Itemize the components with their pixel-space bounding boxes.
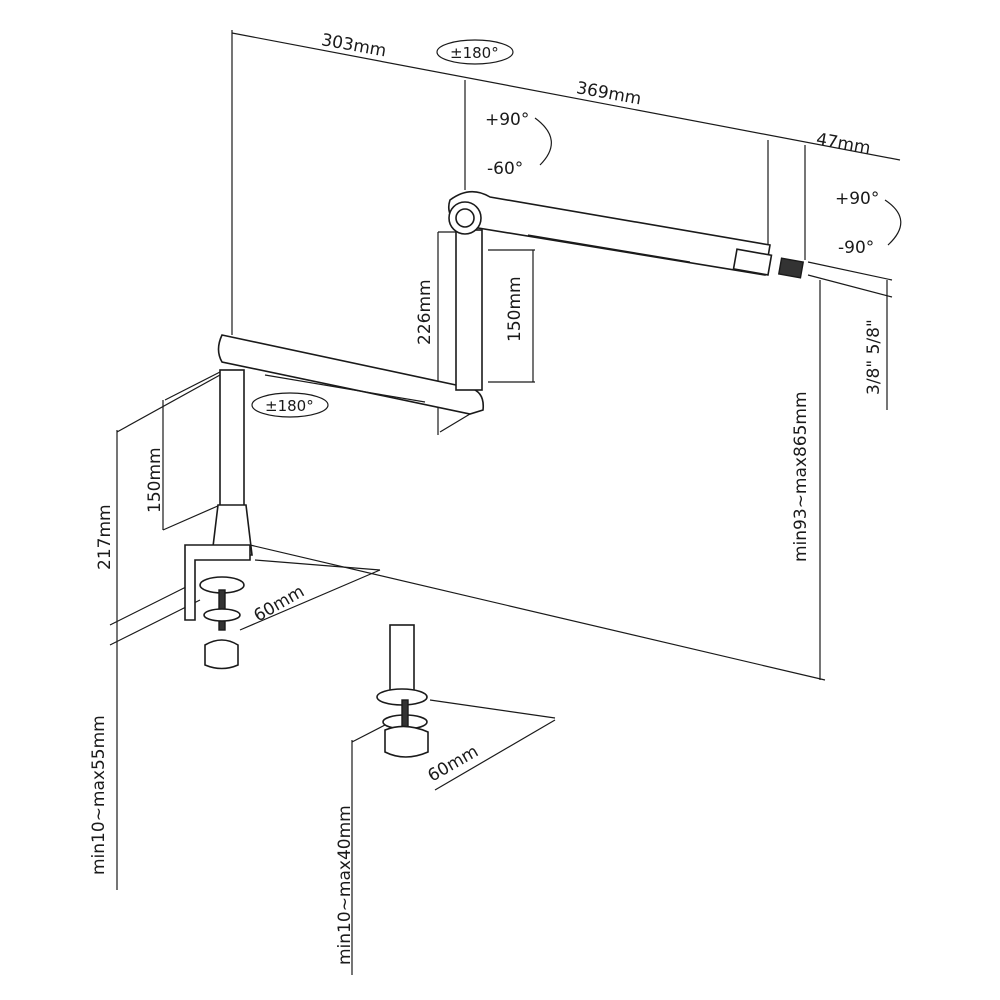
top-rotation-ellipse — [436, 39, 514, 65]
base-pole — [219, 369, 245, 511]
dimension-lines — [109, 30, 901, 975]
lower-rotation-ellipse — [251, 392, 329, 418]
head-length-label: 47mm — [815, 129, 872, 158]
head-up-label: +90° — [835, 189, 879, 209]
thread-screw — [777, 257, 805, 279]
lower-rotation-label: ±180° — [265, 397, 314, 415]
base — [211, 504, 253, 556]
upper-pole-label: 150mm — [505, 276, 525, 342]
upper-arm — [447, 190, 771, 276]
desk-clamp — [184, 544, 251, 621]
top-rotation-label: ±180° — [450, 44, 499, 62]
reach-range-label: min93~max865mm — [791, 391, 811, 562]
tilt-arrow-icon — [534, 117, 552, 166]
lower-arm — [217, 334, 485, 415]
tilt-down-label: -60° — [487, 159, 523, 179]
grommet-knob — [384, 725, 429, 758]
base-height-label: 217mm — [95, 504, 115, 570]
rotation-arrows — [251, 39, 902, 418]
mic-adapter — [732, 248, 773, 276]
riser-pole — [455, 229, 483, 391]
grommet-range-label: min10~max40mm — [335, 805, 355, 965]
tilt-up-label: +90° — [485, 110, 529, 130]
grommet-pole — [389, 624, 415, 696]
clamp-range-label: min10~max55mm — [89, 715, 109, 875]
mic-arm — [184, 190, 805, 758]
thread-size-label: 3/8" 5/8" — [864, 319, 884, 395]
lower-pole-label: 150mm — [145, 447, 165, 513]
riser-height-label: 226mm — [415, 279, 435, 345]
clamp-knob — [204, 639, 239, 670]
head-tilt-arrow-icon — [884, 199, 902, 246]
head-down-label: -90° — [838, 238, 874, 258]
